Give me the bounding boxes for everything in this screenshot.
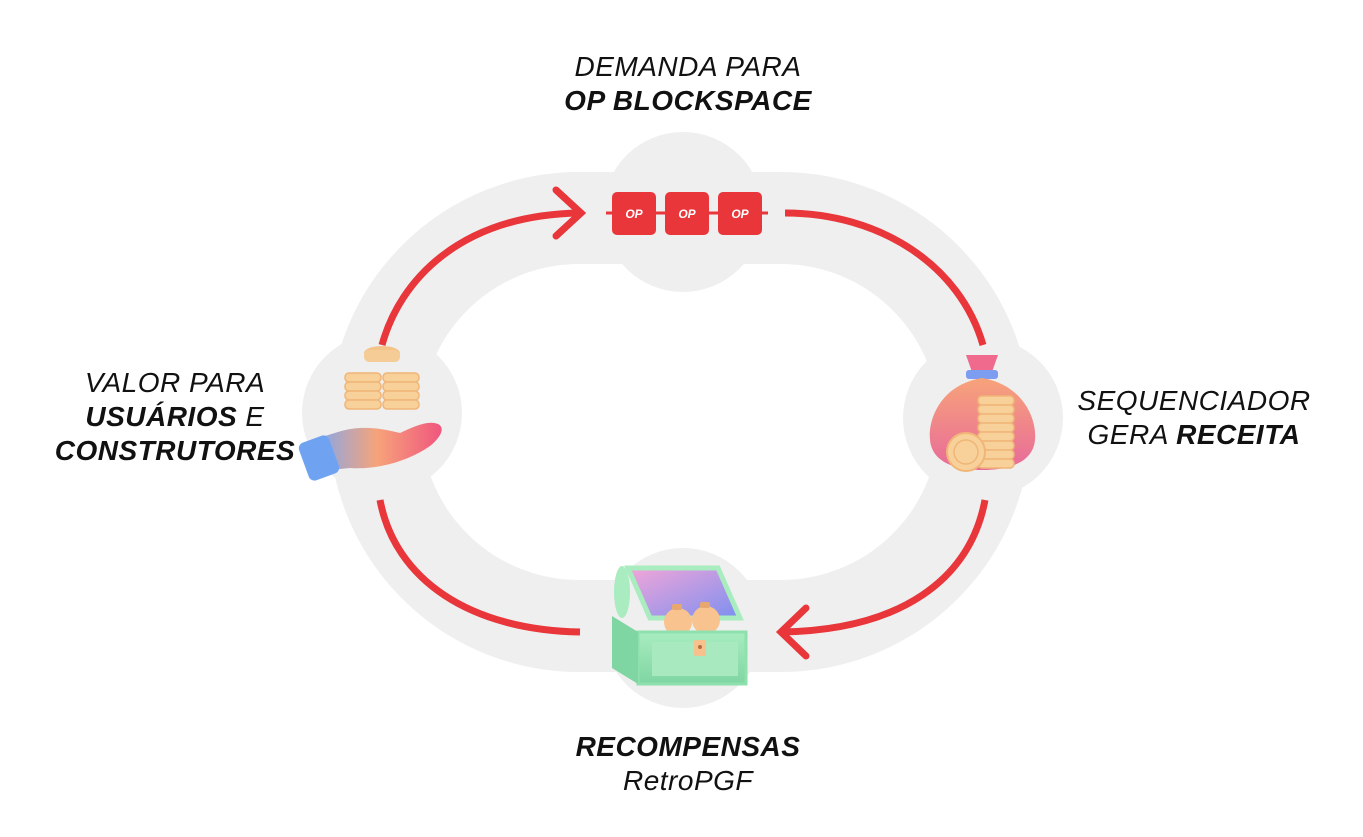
arrow-bottom-to-left xyxy=(376,499,581,636)
left-line2-bold: USUÁRIOS xyxy=(85,401,238,432)
node-top-label: DEMANDA PARA OP BLOCKSPACE xyxy=(488,50,888,118)
right-line2: GERA RECEITA xyxy=(1062,418,1326,452)
top-line1: DEMANDA PARA xyxy=(574,51,802,82)
hand-coins-icon xyxy=(298,346,442,481)
right-line1: SEQUENCIADOR xyxy=(1077,385,1311,416)
left-line2-rest: E xyxy=(237,401,265,432)
arrowhead-bottom xyxy=(775,604,810,660)
right-line2-bold: RECEITA xyxy=(1176,419,1301,450)
bottom-line1-bold: RECOMPENSAS xyxy=(575,731,801,762)
bottom-line2: RetroPGF xyxy=(622,765,754,796)
arrow-right-to-bottom xyxy=(781,499,989,636)
node-right-label: SEQUENCIADOR GERA RECEITA xyxy=(1062,384,1326,452)
arrow-top-to-right xyxy=(784,209,987,346)
op-blocks: OP OP OP xyxy=(606,192,768,235)
node-left-label: VALOR PARA USUÁRIOS E CONSTRUTORES xyxy=(40,366,310,468)
cycle-arrows xyxy=(376,186,989,660)
left-line2: USUÁRIOS E xyxy=(40,400,310,434)
treasure-chest-icon xyxy=(612,565,748,686)
op-block-label: OP xyxy=(678,207,696,221)
node-bottom-label: RECOMPENSAS RetroPGF xyxy=(488,730,888,798)
op-block-label: OP xyxy=(731,207,749,221)
top-line2: OP BLOCKSPACE xyxy=(488,84,888,118)
arrowhead-top xyxy=(552,186,587,240)
left-line3: CONSTRUTORES xyxy=(40,434,310,468)
top-line2-bold: OP BLOCKSPACE xyxy=(564,85,812,116)
left-line1: VALOR PARA xyxy=(84,367,266,398)
left-line3-bold: CONSTRUTORES xyxy=(54,435,296,466)
bottom-line1: RECOMPENSAS xyxy=(488,730,888,764)
money-bag-icon xyxy=(929,355,1036,472)
op-block-label: OP xyxy=(625,207,643,221)
arrow-left-to-top xyxy=(378,209,581,346)
right-line2-plain: GERA xyxy=(1087,419,1177,450)
